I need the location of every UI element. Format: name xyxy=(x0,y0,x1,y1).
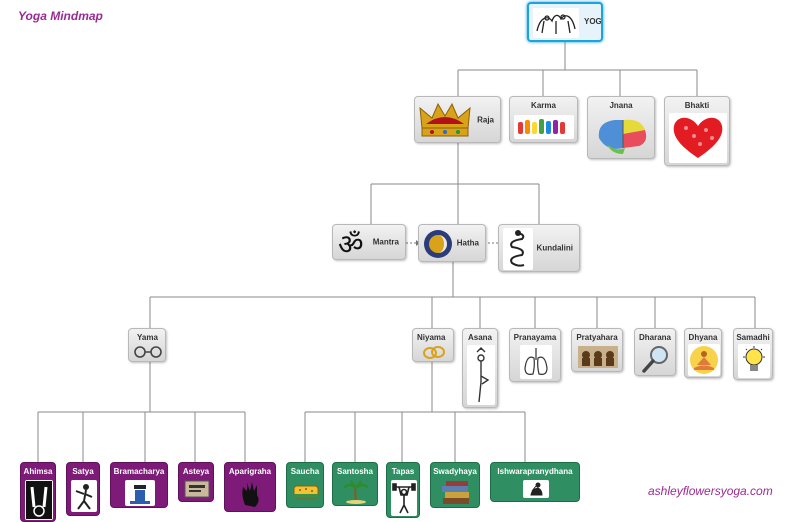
handcuffs-icon xyxy=(133,344,163,360)
node-yama[interactable]: Yama xyxy=(128,328,166,362)
sign-icon xyxy=(184,480,210,498)
tree-pose-icon xyxy=(467,345,495,405)
node-dharana[interactable]: Dharana xyxy=(634,328,676,376)
node-mantra[interactable]: ॐ Mantra xyxy=(332,224,406,260)
node-yoga[interactable]: YOGA xyxy=(527,2,603,42)
books-icon xyxy=(439,480,473,506)
node-kundalini[interactable]: Kundalini xyxy=(498,224,580,272)
horses-icon xyxy=(533,8,579,38)
monkeys-icon xyxy=(578,346,618,368)
node-asteya[interactable]: Asteya xyxy=(178,462,214,502)
weightlifter-icon xyxy=(391,480,417,516)
magnifier-icon xyxy=(639,344,673,374)
node-asana-label: Asana xyxy=(467,333,492,342)
node-pranayama-label: Pranayama xyxy=(513,333,557,342)
node-kundalini-label: Kundalini xyxy=(536,243,573,253)
node-tapas-label: Tapas xyxy=(391,467,415,476)
node-bramacharya[interactable]: Bramacharya xyxy=(110,462,168,508)
node-bramacharya-label: Bramacharya xyxy=(113,467,165,476)
node-asteya-label: Asteya xyxy=(182,467,210,476)
node-ahimsa-label: Ahimsa xyxy=(23,467,53,476)
node-satya-label: Satya xyxy=(72,467,94,476)
node-niyama-label: Niyama xyxy=(417,333,446,342)
node-hatha-label: Hatha xyxy=(456,238,479,248)
node-dharana-label: Dharana xyxy=(638,333,671,342)
serpent-icon xyxy=(503,228,533,270)
sponge-icon xyxy=(291,480,321,504)
node-pranayama[interactable]: Pranayama xyxy=(509,328,561,382)
node-dhyana[interactable]: Dhyana xyxy=(684,328,722,378)
rings-icon xyxy=(419,344,449,360)
lungs-icon xyxy=(520,345,552,379)
diagram-title: Yoga Mindmap xyxy=(18,9,103,23)
node-tapas[interactable]: Tapas xyxy=(386,462,420,518)
node-karma[interactable]: Karma xyxy=(509,96,578,143)
prayer-icon xyxy=(523,480,549,498)
node-niyama[interactable]: Niyama xyxy=(412,328,454,362)
node-swadyhaya-label: Swadyhaya xyxy=(433,467,477,476)
node-raja[interactable]: Raja xyxy=(414,96,501,143)
node-karma-label: Karma xyxy=(531,101,556,110)
svg-text:ॐ: ॐ xyxy=(338,228,364,258)
node-santosha[interactable]: Santosha xyxy=(332,462,378,506)
crown-icon xyxy=(417,99,473,141)
node-dhyana-label: Dhyana xyxy=(688,333,718,342)
node-pratyahara-label: Pratyahara xyxy=(576,333,618,342)
node-hatha[interactable]: Hatha xyxy=(418,224,486,262)
person-icon xyxy=(125,480,155,506)
hands-icon xyxy=(514,115,574,139)
brain-icon xyxy=(592,113,652,157)
node-bhakti[interactable]: Bhakti xyxy=(664,96,730,166)
node-ishwarapranydhana-label: Ishwarapranydhana xyxy=(497,467,573,476)
node-satya[interactable]: Satya xyxy=(66,462,100,516)
lightbulb-icon xyxy=(738,344,770,378)
node-aparigraha[interactable]: Aparigraha xyxy=(224,462,276,512)
hand-icon xyxy=(235,479,267,511)
node-santosha-label: Santosha xyxy=(336,467,373,476)
peace-hand-icon xyxy=(25,480,53,520)
node-yoga-label: YOGA xyxy=(584,17,602,26)
sun-moon-icon xyxy=(421,227,455,261)
node-ahimsa[interactable]: Ahimsa xyxy=(20,462,56,522)
node-mantra-label: Mantra xyxy=(372,237,399,247)
node-swadyhaya[interactable]: Swadyhaya xyxy=(430,462,480,508)
heart-icon xyxy=(669,113,727,163)
node-yama-label: Yama xyxy=(137,333,158,342)
node-samadhi-label: Samadhi xyxy=(736,333,770,342)
website-credit: ashleyflowersyoga.com xyxy=(648,484,773,498)
node-asana[interactable]: Asana xyxy=(462,328,498,408)
node-raja-label: Raja xyxy=(477,115,494,124)
node-ishwarapranydhana[interactable]: Ishwarapranydhana xyxy=(490,462,580,502)
node-pratyahara[interactable]: Pratyahara xyxy=(571,328,623,372)
node-jnana[interactable]: Jnana xyxy=(587,96,655,159)
meditation-icon xyxy=(688,344,720,376)
figure-icon xyxy=(71,480,97,512)
node-saucha[interactable]: Saucha xyxy=(286,462,324,508)
node-samadhi[interactable]: Samadhi xyxy=(733,328,773,380)
node-jnana-label: Jnana xyxy=(609,101,633,110)
palm-tree-icon xyxy=(341,480,371,504)
node-saucha-label: Saucha xyxy=(290,467,320,476)
node-bhakti-label: Bhakti xyxy=(684,101,710,110)
om-icon: ॐ xyxy=(335,227,373,259)
node-aparigraha-label: Aparigraha xyxy=(228,467,272,476)
